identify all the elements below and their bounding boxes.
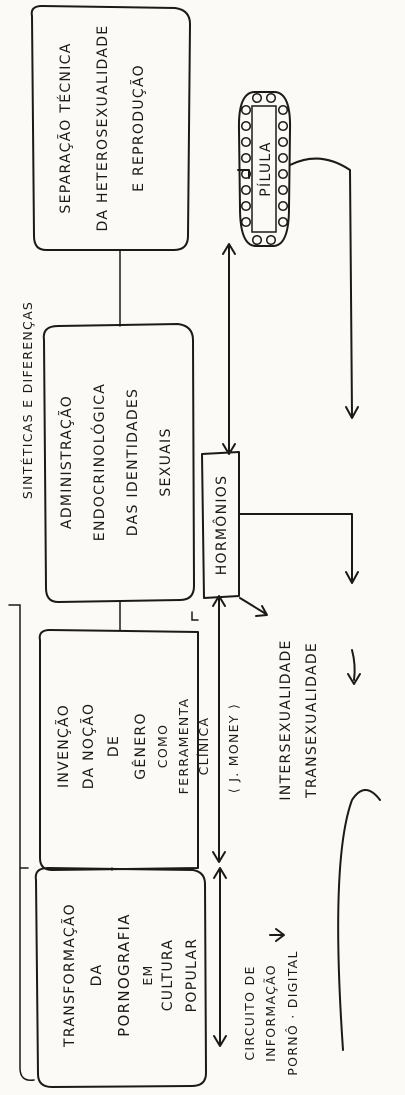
pill-dot <box>240 120 252 132</box>
label-boxes-administracao-3: SEXUAIS <box>158 427 174 496</box>
pilula-right-arrow <box>289 157 353 416</box>
box-hormonios <box>201 451 240 599</box>
text-layer: SEPARAÇÃO TÉCNICA DA HETEROSEXUALIDADE E R… <box>20 25 320 1076</box>
box-invencao <box>38 629 199 871</box>
label-boxes-invencao-2: DE <box>106 735 122 757</box>
label-boxes-transformacao-4: CULTURA <box>160 939 176 1012</box>
label-boxes-invencao-4: COMO <box>155 724 170 768</box>
bracket-top <box>237 169 250 179</box>
label-boxes-hormonios: HORMÔNIOS <box>212 475 230 576</box>
box-separacao <box>30 5 191 251</box>
box-transformacao <box>34 867 207 1088</box>
pill-dot <box>251 92 263 104</box>
pill-dot <box>240 216 252 228</box>
label-labels-circuito-1: INFORMAÇÃO <box>263 964 278 1062</box>
label-boxes-separacao-2: E REPRODUÇÃO <box>130 64 147 192</box>
tick-mark <box>191 611 199 621</box>
pill-dot <box>240 152 252 164</box>
label-boxes-administracao-1: ENDOCRINOLÓGICA <box>90 383 108 541</box>
pill-dot <box>277 200 289 212</box>
pill-dot <box>251 234 263 246</box>
pill-dot <box>277 136 289 148</box>
pill-dots <box>240 92 289 246</box>
label-boxes-money: ⟨ J. MONEY ⟩ <box>226 703 241 793</box>
pill-dot <box>265 92 277 104</box>
box-administracao <box>42 323 195 603</box>
label-labels-intersexualidade-1: TRANSEXUALIDADE <box>304 642 320 799</box>
pill-dot <box>240 136 252 148</box>
pill-dot <box>265 234 277 246</box>
label-boxes-pilula: PÍLULA <box>257 141 274 196</box>
pill-dot <box>277 120 289 132</box>
left-bracket-upper <box>8 604 21 869</box>
mid-arrow-a <box>351 649 356 681</box>
label-boxes-transformacao-2: PORNOGRAFIA <box>115 913 133 1037</box>
pill-dot <box>277 152 289 164</box>
label-boxes-invencao-0: INVENÇÃO <box>55 704 72 788</box>
label-boxes-invencao-3: GÊNERO <box>131 712 149 780</box>
label-labels-circuito-2: PORNÔ · DIGITAL <box>285 950 300 1076</box>
pill-dot <box>240 104 252 116</box>
label-boxes-transformacao-1: DA <box>89 964 105 987</box>
pill-dot <box>240 200 252 212</box>
pill-dot <box>240 184 252 196</box>
label-boxes-administracao-2: DAS IDENTIDADES <box>125 388 141 536</box>
hormonios-intersex-arrow <box>239 597 267 615</box>
pill-dot <box>277 104 289 116</box>
label-boxes-invencao-5: FERRAMENTA <box>176 698 191 795</box>
left-bracket-lower <box>19 867 35 1081</box>
label-boxes-invencao-6: CLÍNICA <box>196 717 211 776</box>
pill-dot <box>277 184 289 196</box>
label-boxes-separacao-1: DA HETEROSEXUALIDADE <box>95 25 111 232</box>
label-boxes-invencao-1: DA NOÇÃO <box>80 703 97 790</box>
label-boxes-transformacao-5: POPULAR <box>184 938 200 1013</box>
label-labels-sinteticas: SINTÉTICAS E DIFERENÇAS <box>20 301 35 499</box>
label-boxes-separacao-0: SEPARAÇÃO TÉCNICA <box>57 42 74 213</box>
label-labels-intersexualidade-0: INTERSEXUALIDADE <box>278 639 294 800</box>
hormonios-right-arrow <box>239 513 353 581</box>
label-labels-circuito-0: CIRCUITO DE <box>242 965 257 1060</box>
label-boxes-transformacao-3: EM <box>140 964 155 985</box>
label-boxes-administracao-0: ADMINISTRAÇÃO <box>58 395 75 529</box>
pill-dot <box>277 216 289 228</box>
pill-dot <box>277 168 289 180</box>
circuito-arrow <box>337 789 381 1051</box>
pill-pack-icon <box>237 91 292 247</box>
label-boxes-transformacao-0: TRANSFORMAÇÃO <box>61 903 78 1048</box>
